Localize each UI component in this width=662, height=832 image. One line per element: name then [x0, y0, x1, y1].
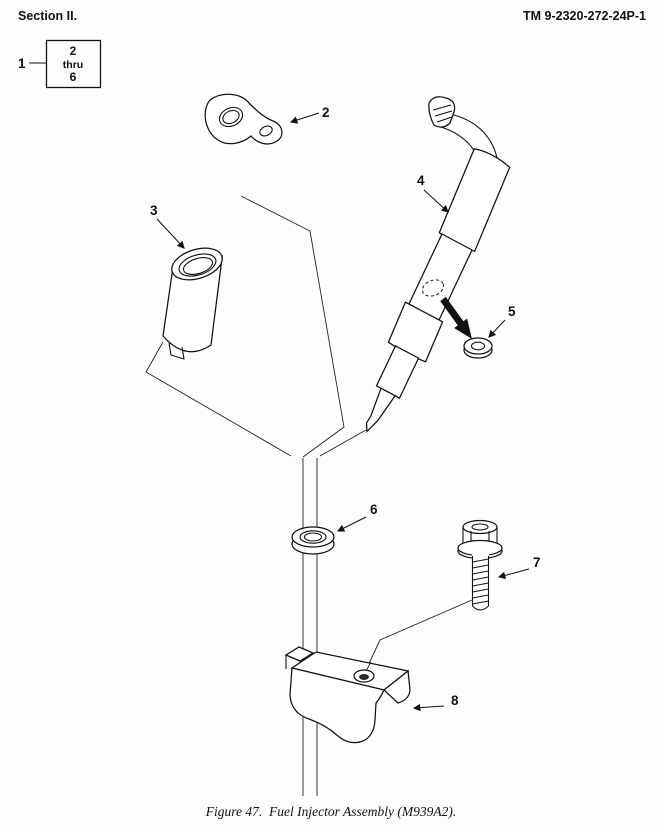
part-5-washer-drawing	[463, 337, 493, 359]
assembly-line-nozzle	[319, 429, 367, 457]
part-label-7: 7	[533, 555, 541, 570]
leader-line-3	[156, 218, 185, 249]
part-label-2: 2	[322, 105, 330, 120]
part-label-4: 4	[417, 173, 425, 188]
part-7-bolt-drawing	[457, 519, 503, 611]
item-number: 1	[18, 56, 26, 71]
item-callout-box: 1 2 thru 6	[18, 39, 102, 89]
part-label-3: 3	[150, 203, 158, 218]
item-range-box	[45, 39, 102, 89]
leader-line-2	[289, 112, 320, 124]
leader-line-7	[497, 568, 530, 579]
part-label-8: 8	[451, 693, 459, 708]
part-4-injector-drawing	[365, 96, 511, 433]
leader-line-4	[423, 189, 449, 213]
section-label: Section II.	[18, 9, 78, 23]
leader-line-6	[336, 516, 367, 532]
part-8-clamp-drawing	[284, 646, 411, 744]
part-6-washer-drawing	[291, 526, 335, 555]
part-labels: 2 3 4 5 6 7 8	[150, 105, 541, 712]
part-label-5: 5	[508, 304, 516, 319]
part-3-sleeve-drawing	[162, 247, 223, 360]
assembly-line-zigzag	[240, 195, 345, 458]
part-2-retainer-drawing	[204, 93, 283, 145]
range-top: 2	[70, 44, 77, 58]
range-bottom: 6	[70, 70, 77, 84]
injector-nozzle	[365, 387, 397, 433]
range-mid: thru	[63, 59, 83, 71]
assembly-line-bolt	[365, 599, 473, 671]
insert-direction-arrow	[440, 296, 472, 339]
leader-line-8	[412, 703, 445, 712]
leader-line-5	[488, 319, 506, 338]
tm-number: TM 9-2320-272-24P-1	[523, 9, 646, 23]
clamp-bolt-hole	[359, 674, 369, 680]
part-label-6: 6	[370, 502, 378, 517]
hidden-hole-dashed-circle	[421, 279, 445, 297]
injector-inlet-tube	[449, 113, 498, 159]
assembly-line-sleeve	[145, 341, 292, 457]
assembly-lines	[145, 195, 473, 796]
figure-caption: Figure 47. Fuel Injector Assembly (M939A…	[205, 804, 457, 819]
